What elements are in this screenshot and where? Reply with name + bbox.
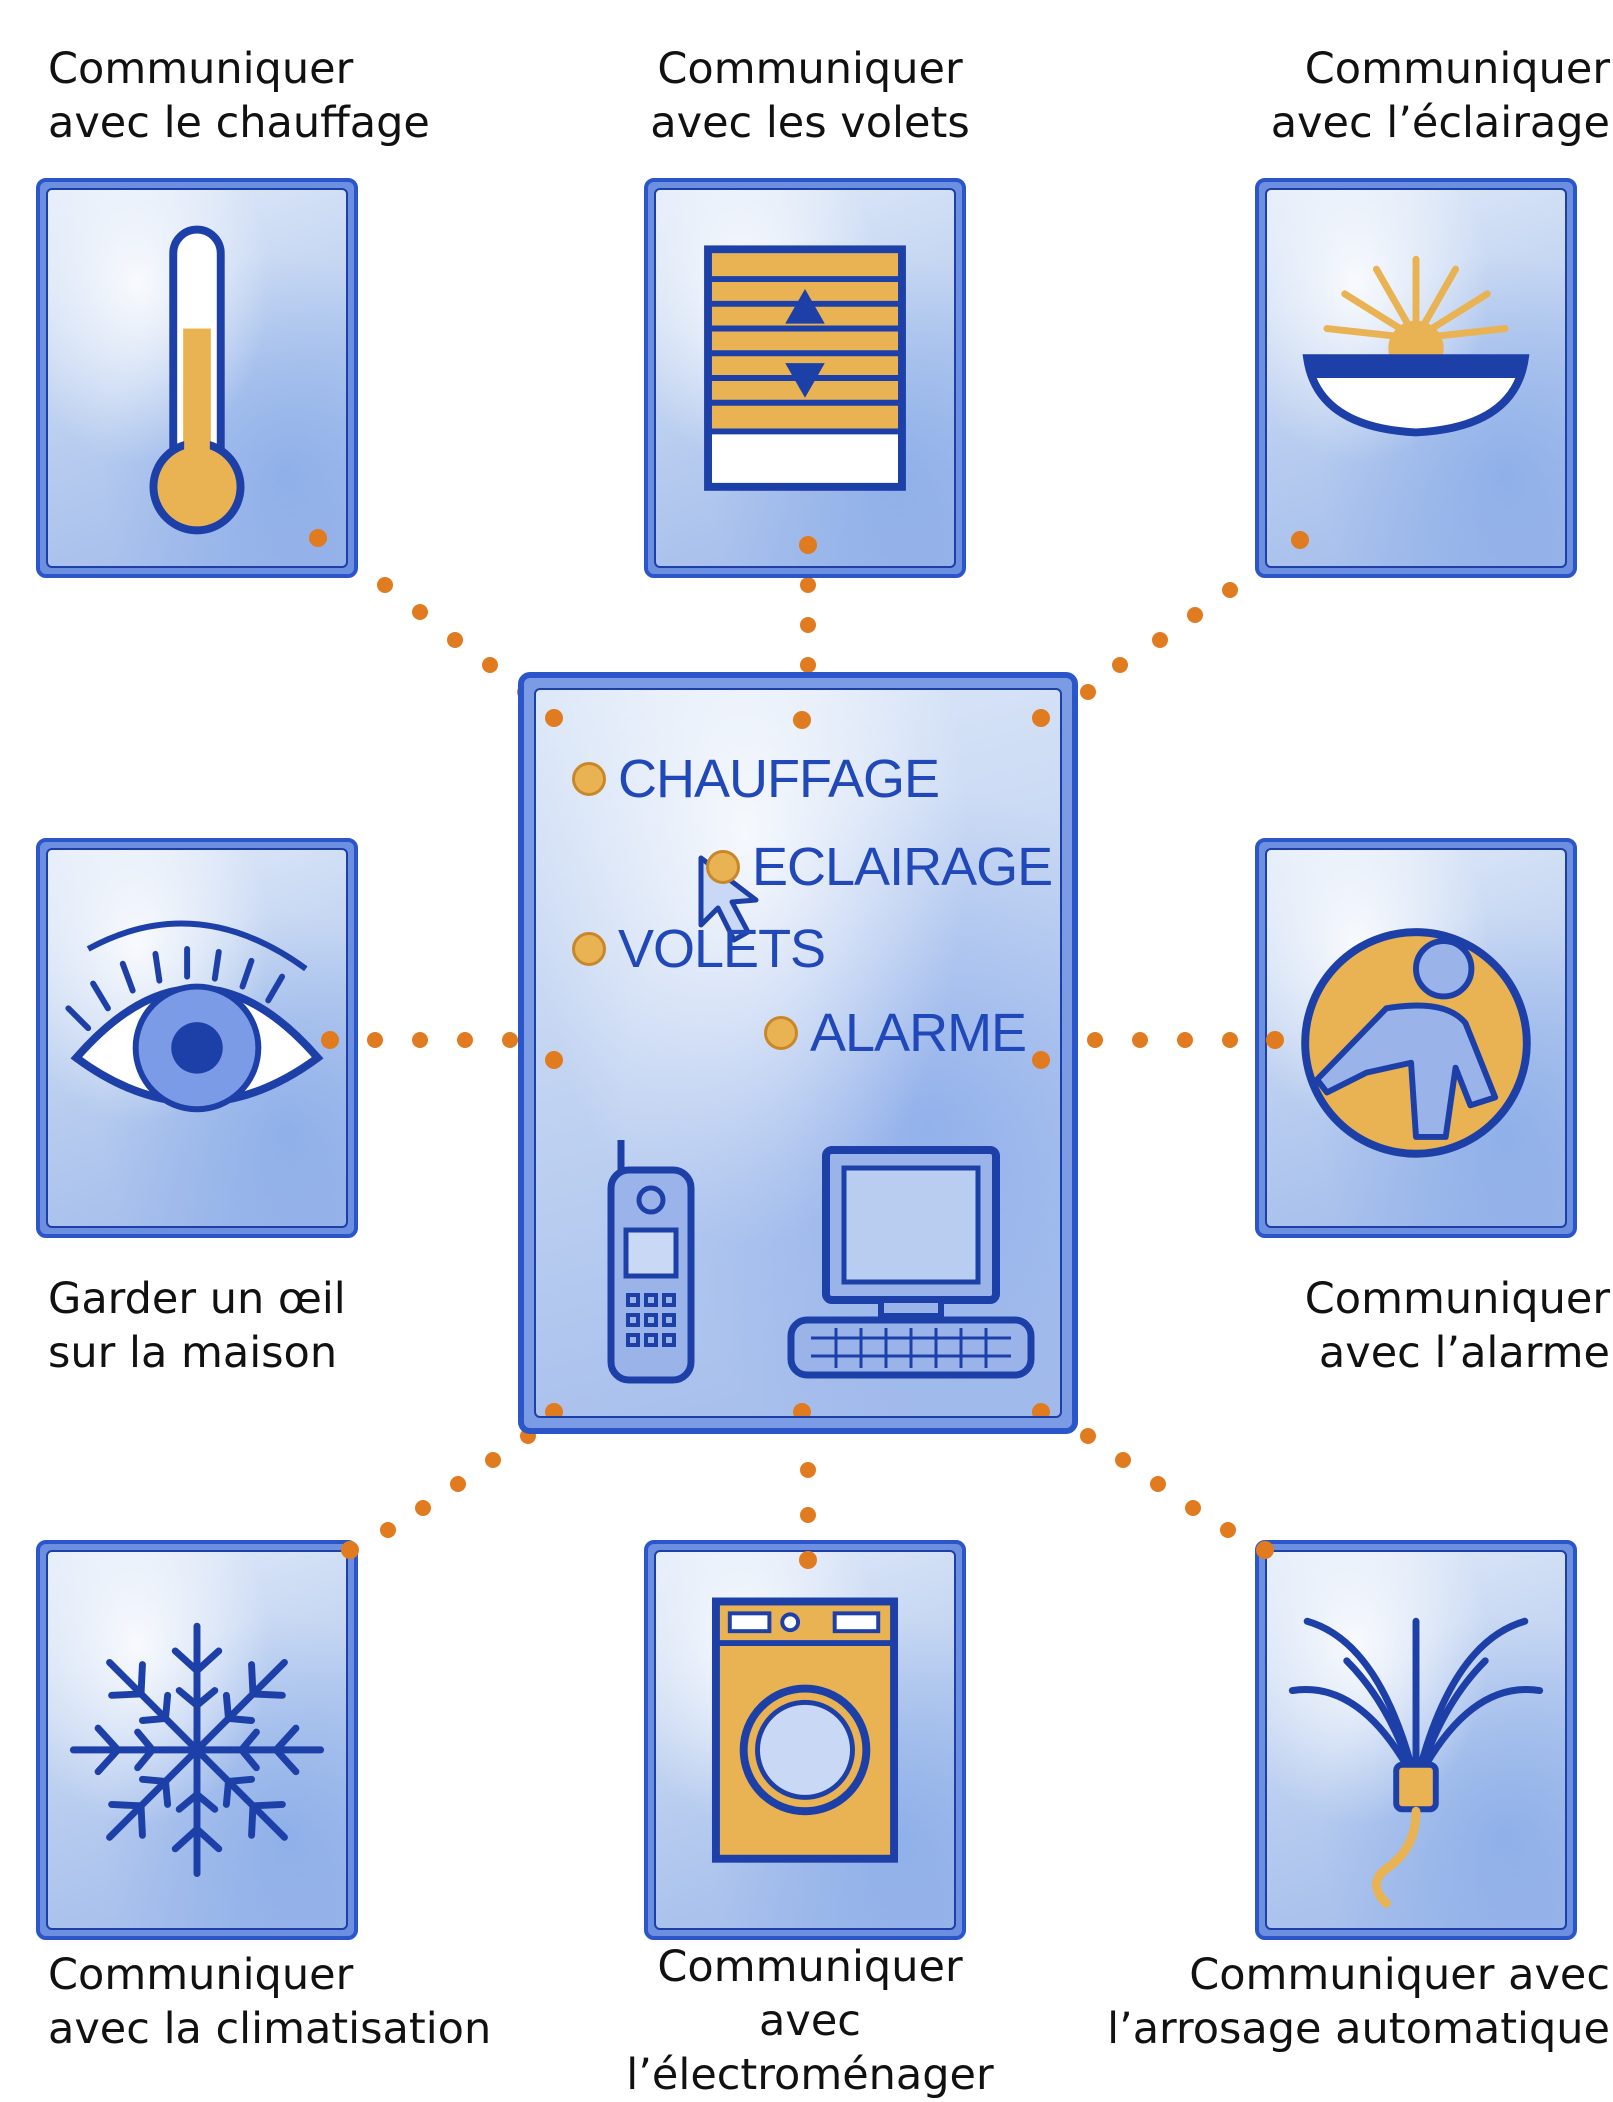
panel-arrosage[interactable] [1255, 1540, 1577, 1940]
menu-label-eclairage: ECLAIRAGE [752, 836, 1052, 898]
sprinkler-icon [1265, 1550, 1567, 1930]
menu-item-chauffage[interactable]: CHAUFFAGE [572, 748, 939, 810]
panel-eclairage[interactable] [1255, 178, 1577, 578]
menu-label-volets: VOLETS [618, 918, 825, 980]
control-screen[interactable]: CHAUFFAGE ECLAIRAGE VOLETS ALARME [518, 672, 1078, 1434]
menu-item-volets[interactable]: VOLETS [572, 918, 825, 980]
eye-icon [46, 848, 348, 1228]
panel-climatisation[interactable] [36, 1540, 358, 1940]
washing-machine-icon [654, 1550, 956, 1930]
label-eclairage: Communiquer avec l’éclairage [1150, 42, 1610, 150]
menu-dot [764, 1016, 798, 1050]
label-climatisation: Communiquer avec la climatisation [48, 1948, 568, 2056]
mobile-phone-icon [611, 1140, 691, 1380]
label-chauffage: Communiquer avec le chauffage [48, 42, 508, 150]
label-alarme: Communiquer avec l’alarme [1150, 1272, 1610, 1380]
ceiling-light-icon [1265, 188, 1567, 568]
intruder-alarm-icon [1265, 848, 1567, 1228]
menu-item-eclairage[interactable]: ECLAIRAGE [706, 836, 1052, 898]
label-volets: Communiquer avec les volets [580, 42, 1040, 150]
menu-dot [706, 850, 740, 884]
control-screen-inner: CHAUFFAGE ECLAIRAGE VOLETS ALARME [534, 688, 1062, 1418]
panel-oeil[interactable] [36, 838, 358, 1238]
label-oeil: Garder un œil sur la maison [48, 1272, 508, 1380]
menu-dot [572, 932, 606, 966]
panel-chauffage[interactable] [36, 178, 358, 578]
menu-item-alarme[interactable]: ALARME [764, 1002, 1026, 1064]
panel-electromenager[interactable] [644, 1540, 966, 1940]
panel-volets[interactable] [644, 178, 966, 578]
menu-dot [572, 762, 606, 796]
label-electromenager: Communiquer avec l’électroménager [580, 1940, 1040, 2102]
computer-icon [791, 1150, 1031, 1375]
panel-alarme[interactable] [1255, 838, 1577, 1238]
menu-label-chauffage: CHAUFFAGE [618, 748, 939, 810]
menu-label-alarme: ALARME [810, 1002, 1026, 1064]
snowflake-icon [46, 1550, 348, 1930]
label-arrosage: Communiquer avec l’arrosage automatique [1060, 1948, 1610, 2056]
shutter-icon [654, 188, 956, 568]
thermometer-icon [46, 188, 348, 568]
